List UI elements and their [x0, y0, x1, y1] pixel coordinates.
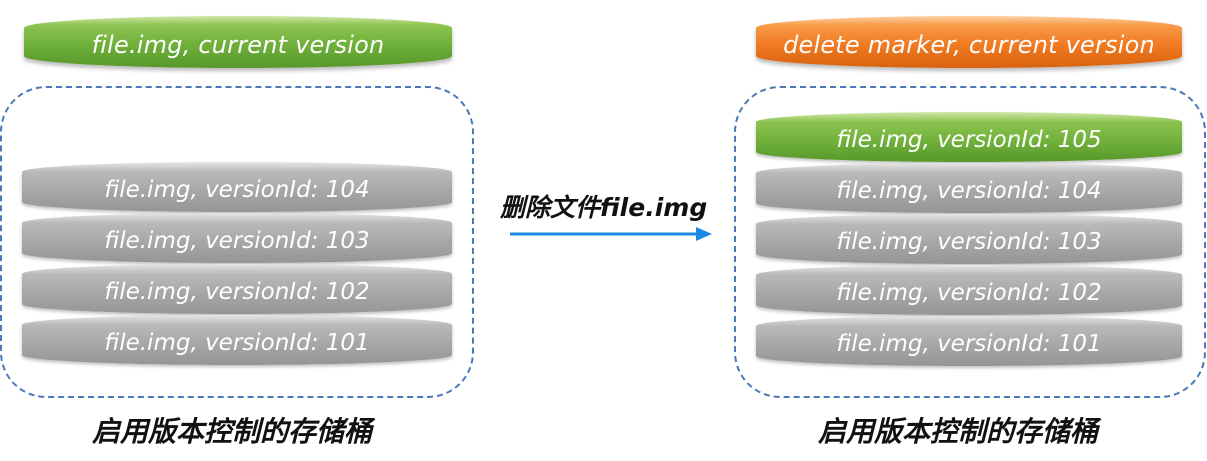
- right-version-103: file.img, versionId: 103: [756, 214, 1182, 264]
- delete-marker-label: delete marker, current version: [783, 31, 1155, 59]
- right-version-104: file.img, versionId: 104: [756, 163, 1182, 213]
- version-label: file.img, versionId: 102: [104, 279, 370, 305]
- right-version-105: file.img, versionId: 105: [756, 112, 1182, 162]
- left-bucket-caption: 启用版本控制的存储桶: [92, 415, 373, 448]
- version-label: file.img, versionId: 104: [104, 177, 370, 203]
- right-version-102: file.img, versionId: 102: [756, 265, 1182, 315]
- delete-action-label: 删除文件file.img: [500, 193, 708, 222]
- version-label: file.img, versionId: 101: [836, 331, 1102, 357]
- version-label: file.img, versionId: 103: [836, 229, 1102, 255]
- right-version-101: file.img, versionId: 101: [756, 316, 1182, 366]
- version-label: file.img, versionId: 103: [104, 228, 370, 254]
- arrow-right-icon: [510, 227, 712, 241]
- left-version-102: file.img, versionId: 102: [22, 264, 452, 314]
- left-bucket-outline: [0, 86, 474, 398]
- version-label: file.img, versionId: 104: [836, 178, 1102, 204]
- version-label: file.img, versionId: 102: [836, 280, 1102, 306]
- right-bucket-caption: 启用版本控制的存储桶: [818, 415, 1099, 448]
- left-version-104: file.img, versionId: 104: [22, 162, 452, 212]
- version-label: file.img, versionId: 105: [836, 127, 1102, 153]
- version-label: file.img, versionId: 101: [104, 330, 370, 356]
- left-version-101: file.img, versionId: 101: [22, 315, 452, 365]
- left-current-version-label: file.img, current version: [91, 31, 385, 59]
- right-bucket-outline: [734, 86, 1206, 398]
- right-delete-marker: delete marker, current version: [756, 16, 1182, 68]
- left-version-103: file.img, versionId: 103: [22, 213, 452, 263]
- left-current-version: file.img, current version: [24, 16, 452, 68]
